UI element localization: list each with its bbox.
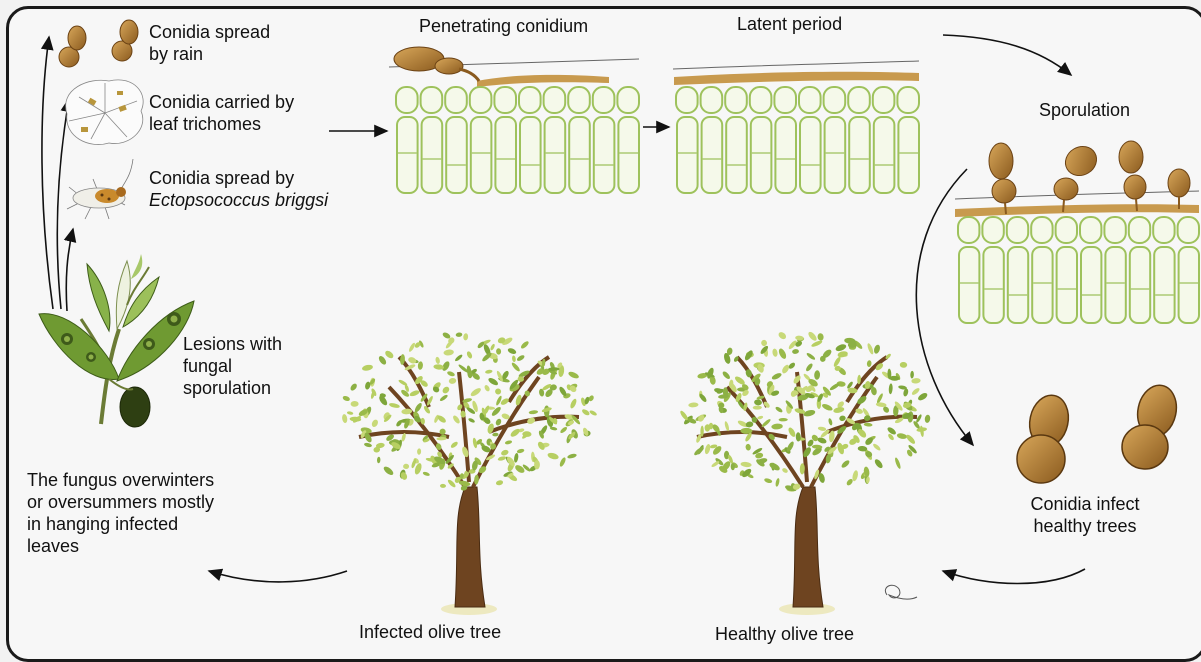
epidermal-cell	[958, 217, 979, 243]
palisade-cell	[422, 117, 443, 193]
palisade-cell	[1179, 247, 1199, 323]
epidermal-cell	[982, 217, 1003, 243]
epidermal-cell	[1178, 217, 1199, 243]
epidermal-cell	[676, 87, 698, 113]
palisade-cell	[446, 117, 467, 193]
palisade-cell	[898, 117, 919, 193]
epidermal-cell	[470, 87, 492, 113]
palisade-cell	[397, 117, 418, 193]
epidermal-cell	[1129, 217, 1150, 243]
palisade-cell	[983, 247, 1003, 323]
lesioned-branch-icon	[39, 254, 194, 427]
healthy-olive-tree	[679, 330, 931, 615]
palisade-cell	[800, 117, 821, 193]
palisade-cell	[677, 117, 698, 193]
epidermal-cell	[1153, 217, 1174, 243]
epidermal-cell	[897, 87, 919, 113]
palisade-cell	[874, 117, 895, 193]
palisade-cell	[1032, 247, 1052, 323]
epidermal-cell	[396, 87, 418, 113]
palisade-cell	[775, 117, 796, 193]
rain-conidia-icon	[59, 20, 138, 67]
palisade-cell	[569, 117, 590, 193]
palisade-cell	[618, 117, 639, 193]
palisade-cell	[959, 247, 979, 323]
epidermal-cell	[1031, 217, 1052, 243]
penetration-tissue	[389, 47, 639, 193]
label-infected-tree: Infected olive tree	[359, 621, 501, 643]
palisade-cell	[545, 117, 566, 193]
epidermal-cell	[617, 87, 639, 113]
label-conidia-rain: Conidia spreadby rain	[149, 21, 270, 65]
palisade-cell	[849, 117, 870, 193]
trichome-icon	[66, 80, 143, 145]
diagram-frame: Conidia spreadby rain Conidia carried by…	[6, 6, 1201, 662]
palisade-cell	[1105, 247, 1125, 323]
epidermal-cell	[445, 87, 467, 113]
label-trichomes: Conidia carried byleaf trichomes	[149, 91, 294, 135]
epidermal-cell	[593, 87, 615, 113]
epidermal-cell	[750, 87, 772, 113]
palisade-cell	[1154, 247, 1174, 323]
label-penetrating: Penetrating conidium	[419, 15, 588, 37]
epidermal-cell	[1104, 217, 1125, 243]
epidermal-cell	[519, 87, 541, 113]
palisade-cell	[1081, 247, 1101, 323]
palisade-cell	[594, 117, 615, 193]
epidermal-cell	[701, 87, 723, 113]
epidermal-cell	[1056, 217, 1077, 243]
label-insect: Conidia spread byEctopsococcus briggsi	[149, 167, 328, 211]
label-lesions: Lesions withfungalsporulation	[183, 333, 282, 399]
palisade-cell	[1057, 247, 1077, 323]
signature-mark	[885, 585, 917, 599]
label-latent: Latent period	[737, 13, 842, 35]
palisade-cell	[1130, 247, 1150, 323]
infected-olive-tree	[342, 331, 598, 615]
epidermal-cell	[421, 87, 443, 113]
sporulation-tissue	[955, 141, 1199, 323]
label-healthy-tree: Healthy olive tree	[715, 623, 854, 645]
epidermal-cell	[848, 87, 870, 113]
latent-tissue	[673, 61, 919, 193]
label-sporulation: Sporulation	[1039, 99, 1130, 121]
epidermal-cell	[873, 87, 895, 113]
epidermal-cell	[544, 87, 566, 113]
palisade-cell	[726, 117, 747, 193]
epidermal-cell	[568, 87, 590, 113]
palisade-cell	[520, 117, 541, 193]
palisade-cell	[1008, 247, 1028, 323]
label-infect: Conidia infecthealthy trees	[1015, 493, 1155, 537]
palisade-cell	[471, 117, 492, 193]
label-overwinter: The fungus overwintersor oversummers mos…	[27, 469, 214, 557]
epidermal-cell	[1080, 217, 1101, 243]
epidermal-cell	[824, 87, 846, 113]
epidermal-cell	[494, 87, 516, 113]
large-conidia-icon	[1017, 382, 1181, 483]
palisade-cell	[751, 117, 772, 193]
palisade-cell	[495, 117, 516, 193]
insect-icon	[67, 159, 133, 219]
epidermal-cell	[725, 87, 747, 113]
palisade-cell	[825, 117, 846, 193]
epidermal-cell	[774, 87, 796, 113]
epidermal-cell	[1007, 217, 1028, 243]
palisade-cell	[702, 117, 723, 193]
epidermal-cell	[799, 87, 821, 113]
